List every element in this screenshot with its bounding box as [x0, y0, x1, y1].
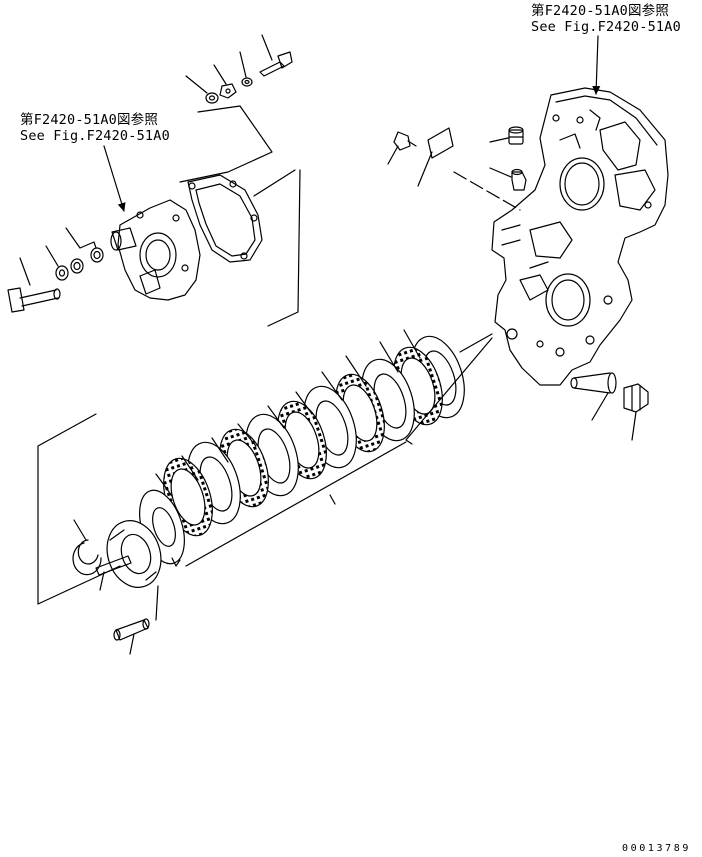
- washer-upper: [205, 92, 219, 104]
- leader-gauge: [591, 392, 609, 421]
- guide-pin: [95, 555, 132, 576]
- leader-snap-ring: [73, 519, 87, 541]
- reference-left: 第F2420-51A0図参照 See Fig.F2420-51A0: [20, 112, 170, 144]
- leader-nut: [213, 64, 227, 85]
- assembly-bracket-left: [37, 413, 121, 605]
- lever-bracket: [7, 287, 61, 313]
- leader-elbow: [489, 167, 512, 178]
- leader-bolt: [387, 145, 399, 165]
- reference-left-jp: 第F2420-51A0図参照: [20, 112, 159, 128]
- pack-bracket-bottom: [185, 441, 407, 567]
- pack-bracket-tick: [329, 494, 336, 505]
- shaft-axis-line: [459, 333, 493, 353]
- pump-body: [110, 199, 201, 301]
- leader-lever: [19, 257, 31, 286]
- drawing-code: 00013789: [622, 843, 691, 854]
- leader-bushings: [65, 227, 97, 249]
- reference-arrow-top: [592, 35, 601, 95]
- leader-drain-plug: [631, 411, 637, 441]
- leader-dowel-pin: [129, 633, 135, 655]
- name-plate: [427, 127, 454, 159]
- bolt-small: [393, 131, 417, 151]
- hex-bolt-upper: [259, 51, 293, 77]
- leader-washer: [185, 75, 208, 94]
- reference-top-right-en: See Fig.F2420-51A0: [531, 19, 681, 35]
- clutch-pack: [106, 335, 465, 588]
- reference-top-right-jp: 第F2420-51A0図参照: [531, 3, 670, 19]
- reference-left-en: See Fig.F2420-51A0: [20, 128, 170, 144]
- pump-gasket: [187, 174, 263, 263]
- gasket-guide: [253, 169, 296, 197]
- leader-washer-left: [45, 245, 59, 267]
- bracket-upper: [179, 105, 273, 183]
- pack-bracket-right: [405, 337, 493, 445]
- plug-fitting: [508, 126, 524, 145]
- leader-lock-washer: [239, 51, 247, 78]
- dowel-pin: [113, 618, 150, 641]
- pump-bracket-line: [267, 169, 301, 327]
- leader-guide-pin: [99, 571, 105, 591]
- leader-plate-dashed: [453, 171, 521, 211]
- reference-arrow-left: [103, 145, 126, 212]
- leader-dowel-vertical: [155, 585, 159, 621]
- piston: [106, 520, 162, 588]
- elbow-fitting: [511, 168, 527, 191]
- drain-plug: [623, 383, 649, 413]
- bushing-right: [90, 247, 104, 263]
- washer-left: [55, 265, 69, 281]
- clutch-leaders: [155, 329, 421, 497]
- sight-gauge: [570, 372, 617, 394]
- reference-top-right: 第F2420-51A0図参照 See Fig.F2420-51A0: [531, 3, 681, 35]
- leader-bolt-upper: [261, 34, 273, 61]
- bushing-left: [70, 258, 84, 274]
- transmission-case: [491, 87, 669, 386]
- nut-upper: [219, 83, 237, 99]
- leader-plug: [489, 137, 509, 143]
- leader-plate: [417, 151, 433, 187]
- lock-washer-upper: [241, 77, 253, 87]
